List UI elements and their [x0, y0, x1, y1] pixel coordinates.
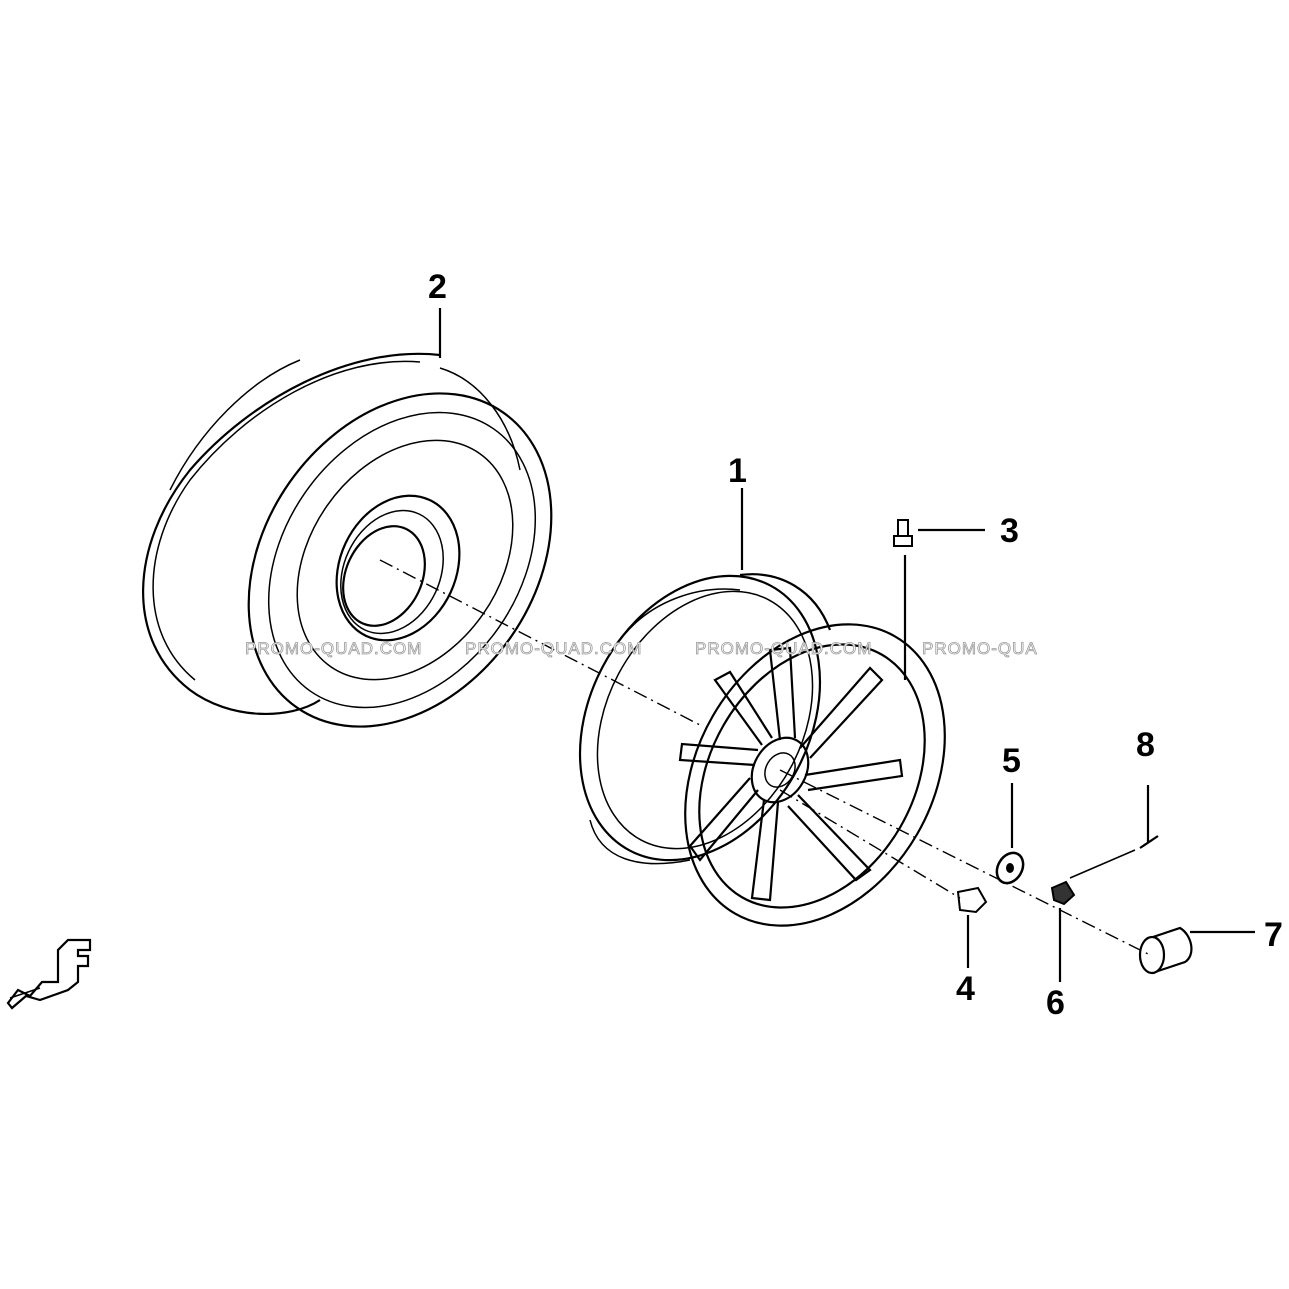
front-direction-marker: F [6, 938, 92, 1010]
nut-part [956, 886, 988, 968]
cotter-pin-part [1069, 785, 1159, 879]
washer-part [995, 783, 1025, 885]
callout-8: 8 [1136, 726, 1155, 764]
callout-2: 2 [428, 268, 447, 306]
callout-3: 3 [1000, 512, 1019, 550]
watermark-2: PROMO-QUAD.COM [465, 639, 642, 658]
valve-part [893, 519, 985, 680]
rim-part [578, 573, 946, 927]
assembly-axis [379, 559, 1151, 956]
callout-7: 7 [1264, 916, 1283, 954]
rim-spokes [678, 646, 904, 902]
hub-cap-part [1138, 926, 1255, 975]
castle-nut-part [1050, 880, 1076, 982]
callout-1: 1 [728, 452, 747, 490]
watermark-1: PROMO-QUAD.COM [245, 639, 422, 658]
watermark-3: PROMO-QUAD.COM [695, 639, 872, 658]
callout-4: 4 [956, 970, 975, 1008]
callout-5: 5 [1002, 742, 1021, 780]
watermark-4: PROMO-QUA [922, 639, 1038, 658]
callout-6: 6 [1046, 984, 1065, 1022]
tire-part [142, 352, 553, 728]
